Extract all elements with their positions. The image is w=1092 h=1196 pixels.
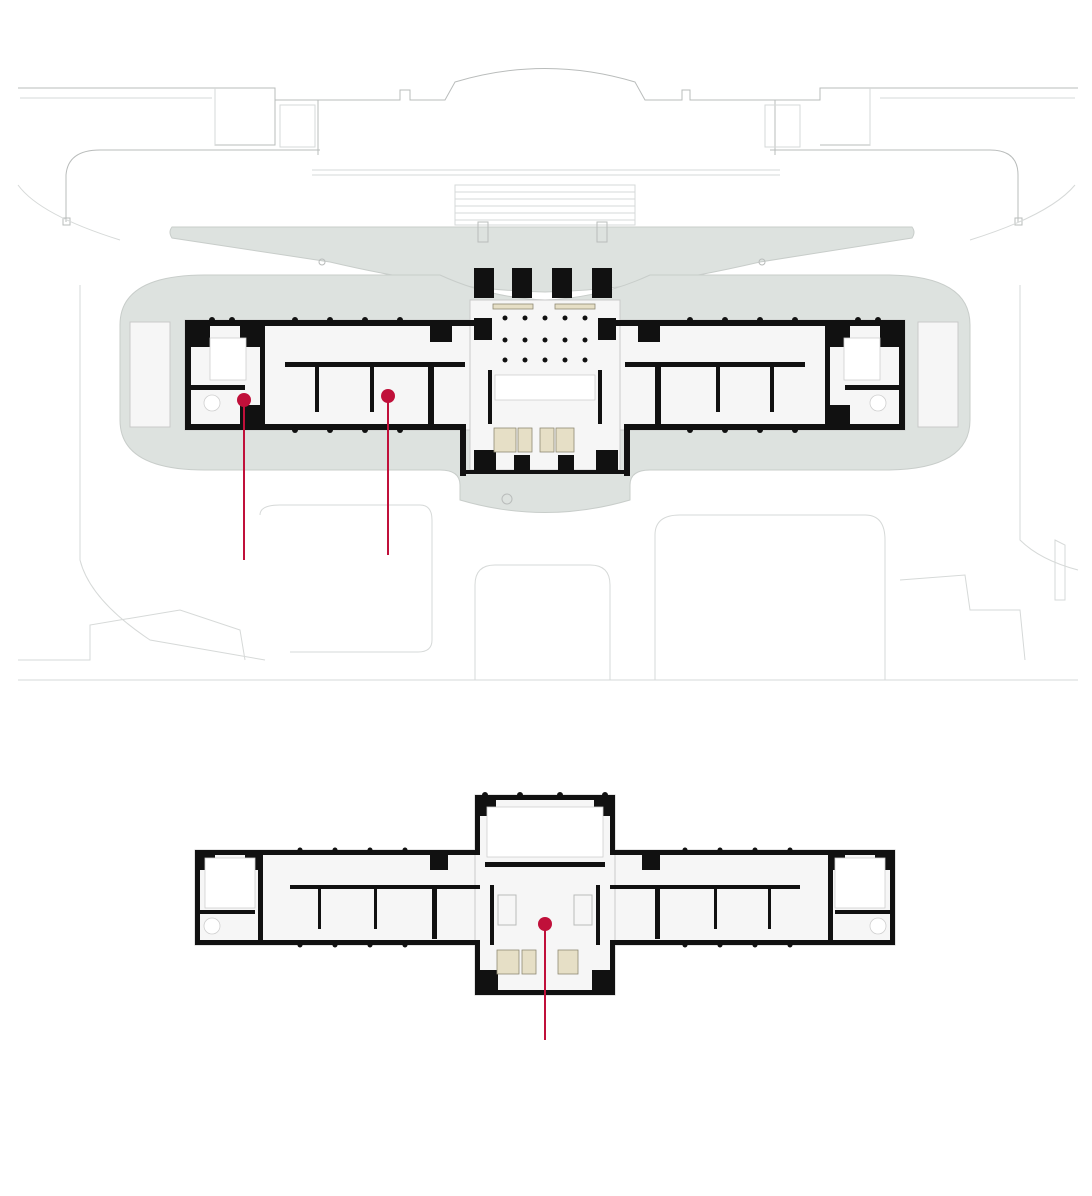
service-rooms bbox=[493, 427, 575, 453]
location-marker-3[interactable] bbox=[538, 917, 552, 1040]
location-marker-2[interactable] bbox=[381, 389, 395, 555]
upper-floor-plan bbox=[184, 221, 906, 476]
site-context bbox=[17, 68, 1079, 681]
location-marker-1[interactable] bbox=[237, 393, 251, 560]
lower-service-rooms bbox=[496, 949, 579, 975]
